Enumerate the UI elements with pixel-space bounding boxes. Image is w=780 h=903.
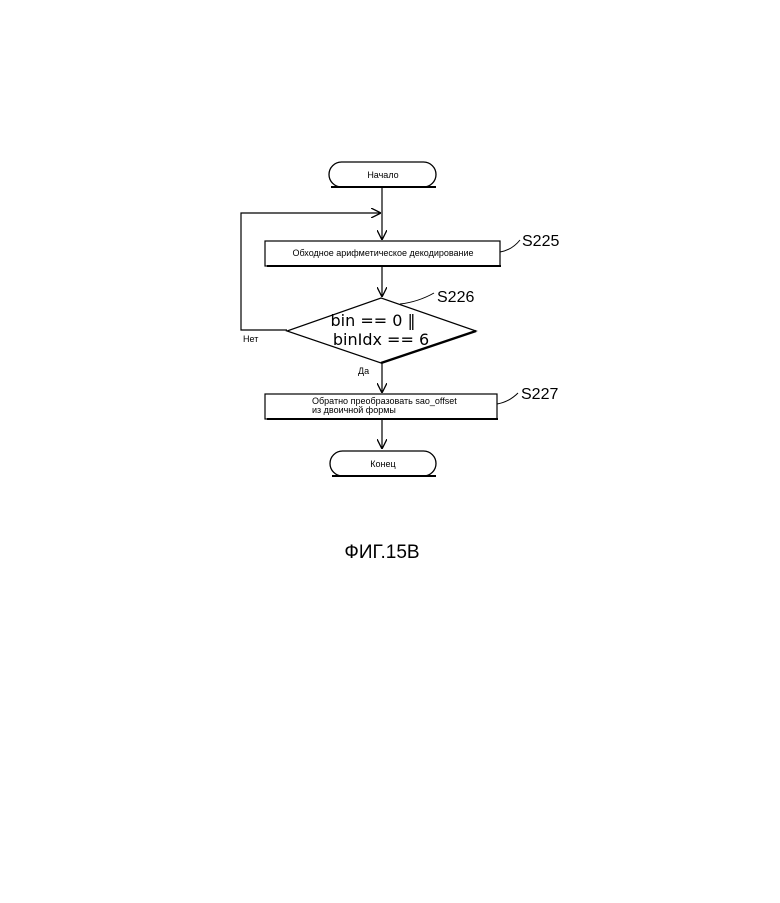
s225-label: Обходное арифметическое декодирование bbox=[292, 248, 473, 258]
process-box-s227: Обратно преобразовать sao_offset из двои… bbox=[265, 394, 498, 420]
s226-condition-line1: bin == 0 ‖ bbox=[331, 311, 416, 330]
end-terminal: Конец bbox=[330, 451, 436, 477]
start-terminal: Начало bbox=[329, 162, 436, 188]
s226-step-id: S226 bbox=[437, 289, 474, 306]
edge-no-label: Нет bbox=[243, 334, 258, 344]
decision-diamond-s226: bin == 0 ‖ binIdx == 6 bbox=[287, 298, 476, 363]
process-box-s225: Обходное арифметическое декодирование bbox=[265, 241, 501, 267]
s227-step-id: S227 bbox=[521, 386, 558, 403]
edge-yes-label: Да bbox=[358, 366, 369, 376]
s226-leader-line bbox=[400, 293, 434, 304]
s227-label-line2: из двоичной формы bbox=[312, 405, 396, 415]
end-label: Конец bbox=[370, 459, 395, 469]
s227-leader-line bbox=[497, 393, 518, 404]
s225-leader-line bbox=[500, 240, 520, 252]
figure-caption: ФИГ.15В bbox=[344, 542, 419, 563]
s226-condition-line2: binIdx == 6 bbox=[333, 330, 429, 349]
start-label: Начало bbox=[367, 170, 398, 180]
s225-step-id: S225 bbox=[522, 233, 559, 250]
